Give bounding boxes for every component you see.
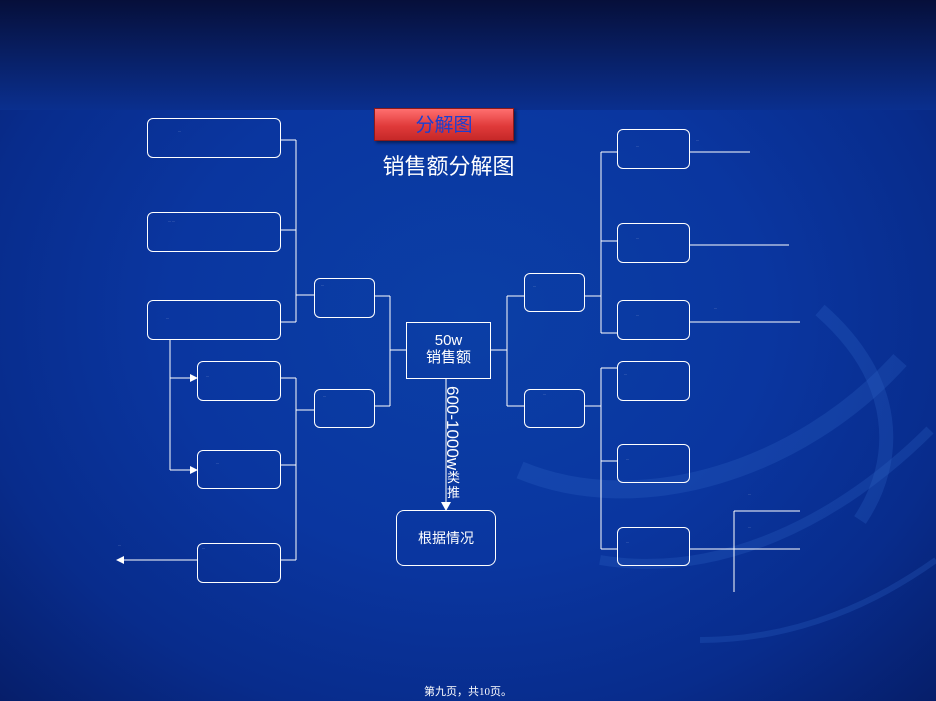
- mid-left-node-top[interactable]: …: [314, 278, 375, 318]
- left-node-2[interactable]: … …: [147, 212, 281, 252]
- right-line-label-1: …: [696, 138, 699, 142]
- right-line-label-3: …: [714, 306, 717, 310]
- left-arrow-label: …: [118, 543, 121, 547]
- left-node-6[interactable]: …: [197, 543, 281, 583]
- node-label: …: [323, 394, 326, 398]
- node-label: …: [636, 236, 639, 240]
- node-label: …: [626, 457, 629, 461]
- right-node-4[interactable]: …: [617, 361, 690, 401]
- node-label: …: [636, 144, 639, 148]
- arrow-head-left: [116, 556, 124, 564]
- node-label: …: [178, 129, 181, 133]
- left-node-1[interactable]: …: [147, 118, 281, 158]
- mid-left-node-bottom[interactable]: …: [314, 389, 375, 428]
- diagram-title: 销售额分解图: [382, 154, 515, 179]
- arrow-label: 600-1000w 类推: [443, 386, 467, 500]
- left-node-3[interactable]: …: [147, 300, 281, 340]
- background-swoosh: [516, 304, 936, 643]
- right-line-label-6b: …: [748, 525, 751, 529]
- page-footer: 第九页，共10页。: [424, 686, 512, 698]
- node-label: …: [206, 374, 209, 378]
- section-badge: 分解图: [374, 108, 514, 141]
- right-node-2[interactable]: …: [617, 223, 690, 263]
- arrow-head-right: [190, 374, 198, 382]
- right-node-3[interactable]: …: [617, 300, 690, 340]
- node-label: …: [624, 372, 627, 376]
- left-node-5[interactable]: …: [197, 450, 281, 489]
- mid-right-node-top[interactable]: …: [524, 273, 585, 312]
- center-value: 50w: [434, 332, 463, 349]
- right-node-1[interactable]: …: [617, 129, 690, 169]
- node-label: …: [543, 392, 546, 396]
- mid-right-node-bottom[interactable]: …: [524, 389, 585, 428]
- node-label: …: [216, 461, 219, 465]
- node-label: …: [533, 284, 536, 288]
- arrow-label-number: 600-1000w: [443, 386, 462, 471]
- node-label: … …: [168, 219, 175, 223]
- center-label: 销售额: [425, 349, 471, 366]
- arrow-head-down: [441, 502, 451, 511]
- node-label: …: [321, 283, 324, 287]
- arrow-head-right: [190, 466, 198, 474]
- node-label: …: [202, 546, 205, 550]
- node-label: …: [626, 540, 629, 544]
- node-label: …: [166, 316, 169, 320]
- right-node-5[interactable]: …: [617, 444, 690, 483]
- arrow-label-suffix: 类推: [447, 470, 461, 501]
- node-label: …: [636, 313, 639, 317]
- left-node-4[interactable]: …: [197, 361, 281, 401]
- right-line-label-6a: …: [748, 492, 751, 496]
- right-node-6[interactable]: …: [617, 527, 690, 566]
- bottom-node[interactable]: 根据情况: [396, 510, 496, 566]
- center-node[interactable]: 50w 销售额: [406, 322, 491, 379]
- top-dark-band: [0, 0, 936, 110]
